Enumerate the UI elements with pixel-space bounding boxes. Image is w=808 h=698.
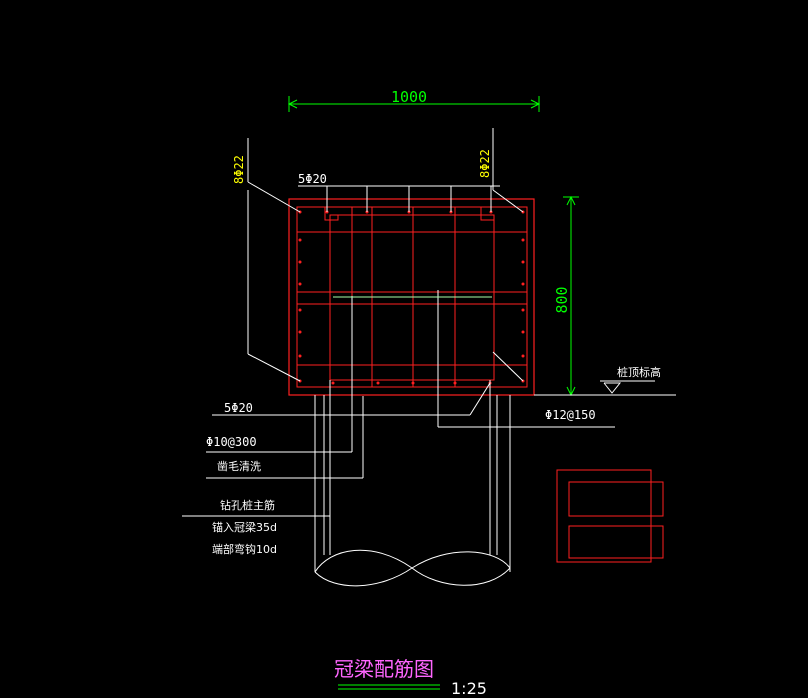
label-top-mid-bars: 5Φ20 (298, 172, 327, 186)
bored-pile (314, 380, 511, 587)
height-dimension (563, 195, 579, 397)
width-dimension (287, 96, 541, 112)
cap-beam-outline (288, 198, 535, 396)
width-dimension-label: 1000 (391, 88, 427, 106)
label-top-right-bars: 8Φ22 (478, 149, 492, 178)
label-stirrup-left: Φ10@300 (206, 435, 257, 449)
label-roughen-clean: 凿毛清洗 (217, 460, 261, 473)
label-top-left-bars: 8Φ22 (232, 155, 246, 184)
label-end-hook: 端部弯钩10d (212, 542, 277, 556)
label-stirrup-right: Φ12@150 (545, 408, 596, 422)
leader-lines (182, 128, 676, 517)
label-bottom-bars: 5Φ20 (224, 401, 253, 415)
stirrup-detail (556, 469, 664, 563)
label-pile-main-bars: 钻孔桩主筋 (220, 498, 275, 512)
label-pile-top-elevation: 桩顶标高 (617, 365, 661, 379)
label-anchor-length: 锚入冠梁35d (212, 520, 277, 534)
height-dimension-label: 800 (553, 286, 571, 313)
drawing-title: 冠梁配筋图 (334, 657, 434, 681)
drawing-scale: 1:25 (451, 679, 487, 698)
